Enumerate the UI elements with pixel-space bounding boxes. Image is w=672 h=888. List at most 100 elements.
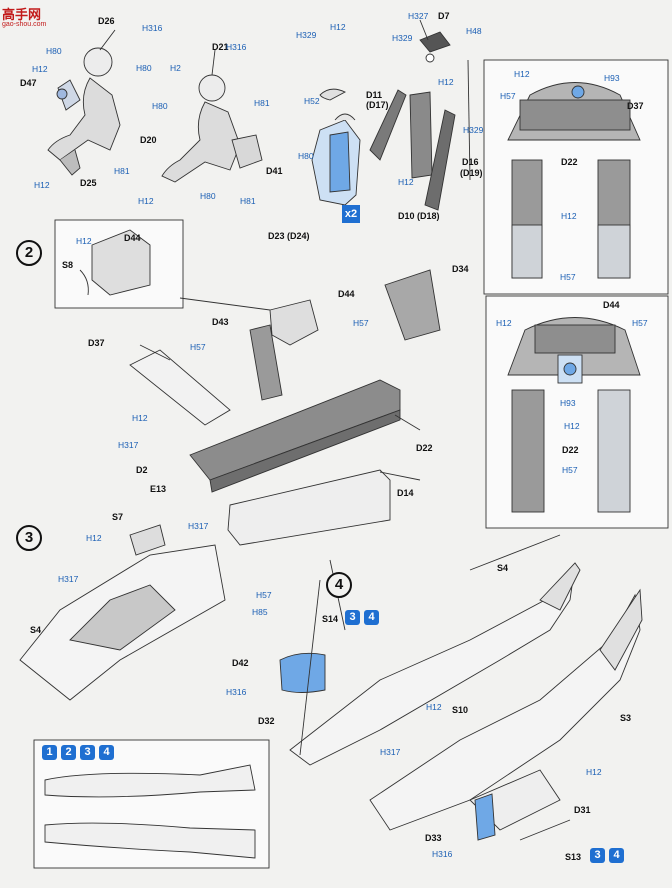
part-label: D14 [397,488,414,498]
step-ref-4-square: 4 [99,745,114,760]
paint-callout: H12 [426,702,442,712]
paint-callout: H80 [200,191,216,201]
pilot-figure-right [161,74,263,183]
part-label: D34 [452,264,469,274]
paint-callout: H81 [240,196,256,206]
paint-callout: H12 [76,236,92,246]
paint-callout: H48 [466,26,482,36]
part-label: D37 [88,338,105,348]
paint-callout: H316 [226,687,247,697]
step-ref-3-square: 3 [590,848,605,863]
part-label: D37 [627,101,644,111]
step-3-badge: 3 [16,525,42,551]
paint-callout: H317 [380,747,401,757]
part-label: D41 [266,166,283,176]
step-ref-4-square: 4 [609,848,624,863]
part-label: S3 [620,713,632,723]
part-label: D26 [98,16,115,26]
step-4-badge: 4 [326,572,352,598]
paint-callout: H57 [353,318,369,328]
part-label: D44 [124,233,141,243]
part-label: D47 [20,78,37,88]
part-label: S8 [62,260,74,270]
paint-callout: H329 [392,33,413,43]
quantity-x2-badge: x2 [342,205,360,223]
paint-callout: H316 [226,42,247,52]
paint-callout: H57 [560,272,576,282]
paint-callout: H12 [330,22,346,32]
paint-callout: H80 [136,63,152,73]
part-label: D10 (D18) [398,211,440,221]
paint-callout: H317 [188,521,209,531]
paint-callout: H327 [408,11,429,21]
part-label: E13 [150,484,167,494]
paint-callout: H329 [463,125,484,135]
side-panels [369,31,456,211]
part-label: S7 [112,512,124,522]
part-label: S14 [322,614,339,624]
part-label: D22 [561,157,578,167]
paint-callout: H316 [142,23,163,33]
paint-callout: H12 [561,211,577,221]
step-ref-3-square: 3 [80,745,95,760]
paint-callout: H57 [632,318,648,328]
paint-callout: H57 [256,590,272,600]
step-ref-1-square: 1 [42,745,57,760]
step-2-badge: 2 [16,240,42,266]
paint-callout: H57 [500,91,516,101]
ejection-seat [311,88,361,206]
part-label: D31 [574,805,591,815]
part-label: D16 [462,157,479,167]
paint-callout: H12 [438,77,454,87]
part-label: S10 [452,705,469,715]
paint-callout: H317 [58,574,79,584]
part-label: D20 [140,135,157,145]
part-label: D7 [438,11,450,21]
paint-callout: H12 [496,318,512,328]
part-label: D32 [258,716,275,726]
paint-callout: H80 [152,101,168,111]
part-label: (D17) [366,100,389,110]
paint-callout: H12 [138,196,154,206]
step-ref-4-square: 4 [364,610,379,625]
part-label: (D19) [460,168,483,178]
paint-callout: H12 [32,64,48,74]
paint-callout: H93 [604,73,620,83]
paint-callout: H81 [114,166,130,176]
part-label: D33 [425,833,442,843]
paint-callout: H12 [86,533,102,543]
step-ref-3-square: 3 [345,610,360,625]
part-label: S4 [497,563,509,573]
paint-callout: H80 [46,46,62,56]
part-label: D43 [212,317,229,327]
paint-callout: H12 [586,767,602,777]
paint-callout: H2 [170,63,181,73]
paint-callout: H93 [560,398,576,408]
paint-callout: H317 [118,440,139,450]
part-label: S4 [30,625,42,635]
paint-callout: H57 [190,342,206,352]
paint-callout: H52 [304,96,320,106]
paint-callout: H85 [252,607,268,617]
watermark-url: gao-shou.com [2,21,47,28]
paint-callout: H329 [296,30,317,40]
part-label: S13 [565,852,582,862]
part-label: D22 [416,443,433,453]
step-ref-2-square: 2 [61,745,76,760]
paint-callout: H80 [298,151,314,161]
part-label: D42 [232,658,249,668]
paint-callout: H12 [564,421,580,431]
watermark-logo: 高手网 [2,7,42,22]
fuselage-section-step4 [279,562,643,841]
pilot-figure-left [47,47,121,176]
paint-callout: H81 [254,98,270,108]
paint-callout: H12 [514,69,530,79]
cockpit-floor [129,269,441,546]
part-label: D11 [366,90,383,100]
paint-callout: H12 [132,413,148,423]
part-label: D21 [212,42,229,52]
paint-callout: H316 [432,849,453,859]
paint-callout: H12 [398,177,414,187]
part-label: D22 [562,445,579,455]
